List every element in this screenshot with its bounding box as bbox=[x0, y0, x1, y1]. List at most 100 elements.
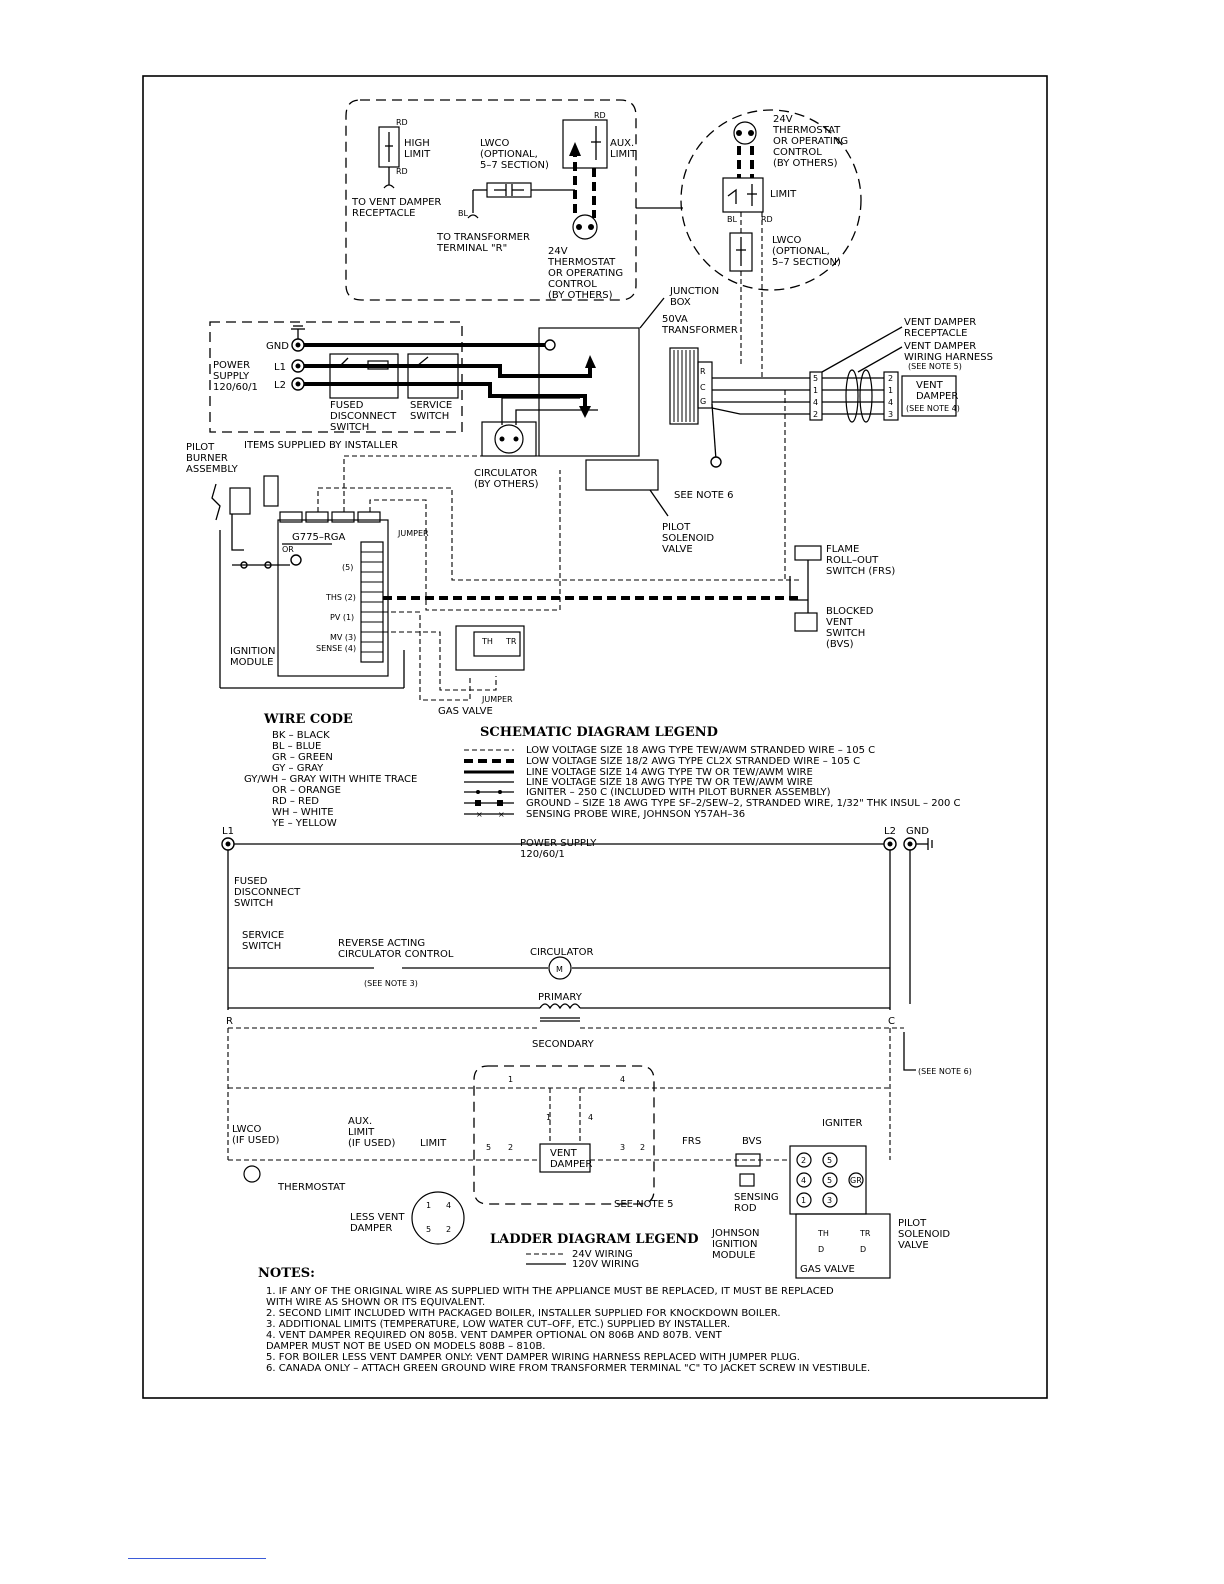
gnd-label: GND bbox=[266, 341, 289, 352]
lwco-label: LWCO(OPTIONAL,5–7 SECTION) bbox=[480, 138, 549, 171]
vd-num-2: 2 bbox=[508, 1143, 513, 1152]
vd-pin-l3: 4 bbox=[813, 398, 818, 407]
ladder-primary: PRIMARY bbox=[538, 992, 583, 1003]
ladder-note6: (SEE NOTE 6) bbox=[918, 1067, 972, 1076]
see-note-6-label: SEE NOTE 6 bbox=[674, 490, 733, 501]
ladder-r: R bbox=[226, 1016, 233, 1027]
plug-2: 2 bbox=[446, 1225, 451, 1234]
vd-pin-r2: 1 bbox=[888, 386, 893, 395]
ladder-legend-120v: 120V WIRING bbox=[572, 1259, 639, 1270]
motor-symbol: M bbox=[556, 965, 563, 974]
plug-1: 1 bbox=[426, 1201, 431, 1210]
jm-5b: 5 bbox=[827, 1176, 832, 1185]
wc-7: WH – WHITE bbox=[272, 807, 334, 818]
jm-5: 5 bbox=[827, 1156, 832, 1165]
jm-2: 2 bbox=[801, 1156, 806, 1165]
ladder-legend-24v: 24V WIRING bbox=[572, 1249, 633, 1260]
ladder-circulator: CIRCULATOR bbox=[530, 947, 594, 958]
ladder-bvs: BVS bbox=[742, 1136, 762, 1147]
note-4: 4. VENT DAMPER REQUIRED ON 805B. VENT DA… bbox=[266, 1330, 723, 1341]
note-3: 3. ADDITIONAL LIMITS (TEMPERATURE, LOW W… bbox=[266, 1319, 730, 1330]
note-6: 5. FOR BOILER LESS VENT DAMPER ONLY: VEN… bbox=[266, 1352, 800, 1363]
vd-pin-r4: 3 bbox=[888, 410, 893, 419]
vd-num-1: 1 bbox=[508, 1075, 513, 1084]
gas-valve-label: GAS VALVE bbox=[438, 706, 493, 717]
schematic-legend: SCHEMATIC DIAGRAM LEGEND ×× LOW VOLTAGE … bbox=[464, 725, 961, 820]
legend-5: GROUND – SIZE 18 AWG TYPE SF–2/SEW–2, ST… bbox=[526, 798, 961, 809]
ladder-note3: (SEE NOTE 3) bbox=[364, 979, 418, 988]
vd-num-1b: 1 bbox=[546, 1113, 551, 1122]
module-name: G775–RGA bbox=[292, 532, 346, 543]
svg-text:×: × bbox=[498, 810, 505, 819]
ths-label: THS (2) bbox=[325, 593, 356, 602]
aux-rd: RD bbox=[594, 111, 606, 120]
notes-title: NOTES: bbox=[258, 1266, 315, 1281]
circle-rd: RD bbox=[761, 215, 773, 224]
ladder-gnd: GND bbox=[906, 826, 929, 837]
aux-limit-label: AUX.LIMIT bbox=[610, 138, 637, 160]
see-note-4-label: (SEE NOTE 4) bbox=[906, 404, 960, 413]
wc-0: BK – BLACK bbox=[272, 730, 330, 741]
gv-th: TH bbox=[481, 637, 493, 646]
wc-5: OR – ORANGE bbox=[272, 785, 341, 796]
tdc-bl: BL bbox=[458, 209, 468, 218]
tdc-rd-2: RD bbox=[396, 167, 408, 176]
jm-3: 3 bbox=[827, 1196, 832, 1205]
jumper-label: JUMPER bbox=[397, 529, 429, 538]
vd-pin-l2: 1 bbox=[813, 386, 818, 395]
gv-tr: TR bbox=[505, 637, 517, 646]
vd-num-4b: 4 bbox=[588, 1113, 593, 1122]
legend-1: LOW VOLTAGE SIZE 18/2 AWG TYPE CL2X STRA… bbox=[526, 756, 860, 767]
vd-num-3: 3 bbox=[620, 1143, 625, 1152]
ladder-l1: L1 bbox=[222, 826, 234, 837]
vd-pin-l1: 5 bbox=[813, 374, 818, 383]
jm-1: 1 bbox=[801, 1196, 806, 1205]
notes: NOTES: 1. IF ANY OF THE ORIGINAL WIRE AS… bbox=[258, 1266, 870, 1374]
l1-label: L1 bbox=[274, 362, 286, 373]
ladder-limit: LIMIT bbox=[420, 1138, 447, 1149]
ladder-secondary: SECONDARY bbox=[532, 1039, 595, 1050]
note-2: 2. SECOND LIMIT INCLUDED WITH PACKAGED B… bbox=[266, 1308, 781, 1319]
ladder-lwco: LWCO(IF USED) bbox=[232, 1124, 279, 1146]
plug-5: 5 bbox=[426, 1225, 431, 1234]
vd-pin-l4: 2 bbox=[813, 410, 818, 419]
pv-label: PV (1) bbox=[330, 613, 354, 622]
vd-pin-r3: 4 bbox=[888, 398, 893, 407]
wc-4: GY/WH – GRAY WITH WHITE TRACE bbox=[244, 774, 417, 785]
ladder-d2: D bbox=[860, 1245, 866, 1254]
ladder-legend-title: LADDER DIAGRAM LEGEND bbox=[490, 1232, 699, 1247]
l2-label: L2 bbox=[274, 380, 286, 391]
ladder-gas-valve: GAS VALVE bbox=[800, 1264, 855, 1275]
wc-2: GR – GREEN bbox=[272, 752, 333, 763]
wc-1: BL – BLUE bbox=[272, 741, 321, 752]
note-5: DAMPER MUST NOT BE USED ON MODELS 808B –… bbox=[266, 1341, 546, 1352]
term-5-label: (5) bbox=[342, 563, 353, 572]
wire-code-title: WIRE CODE bbox=[263, 712, 353, 727]
mv-label: MV (3) bbox=[330, 633, 356, 642]
wc-8: YE – YELLOW bbox=[271, 818, 337, 829]
legend-6: SENSING PROBE WIRE, JOHNSON Y57AH–36 bbox=[526, 809, 745, 820]
wire-code: WIRE CODE BK – BLACK BL – BLUE GR – GREE… bbox=[244, 712, 417, 829]
